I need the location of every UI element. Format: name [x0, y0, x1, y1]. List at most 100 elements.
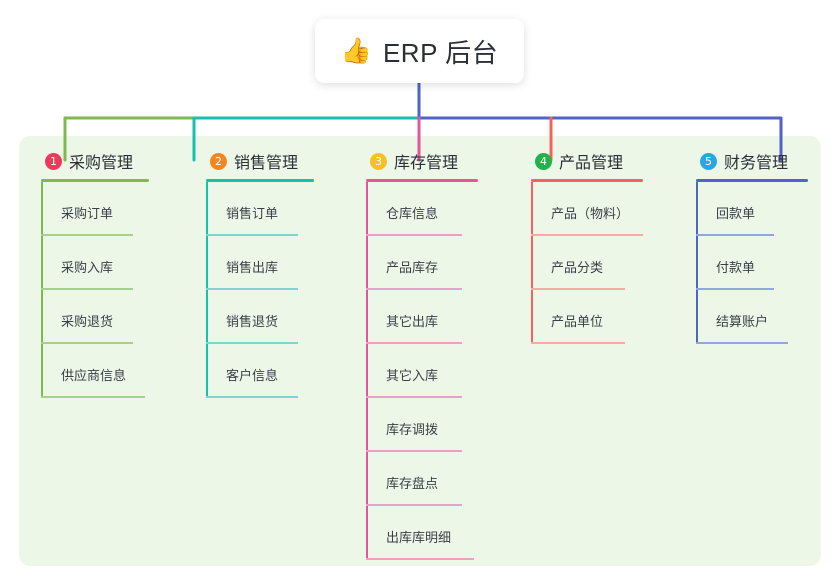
leaf-item[interactable]: 库存调拨: [366, 398, 478, 452]
root-node[interactable]: 👍 ERP 后台: [315, 19, 524, 83]
leaf-label: 回款单: [716, 205, 756, 221]
leaf-underline: [41, 288, 133, 290]
leaf-item[interactable]: 产品库存: [366, 236, 478, 290]
column-header-4[interactable]: 4 产品管理: [531, 148, 643, 174]
column-underline: [696, 179, 808, 182]
number-badge-icon: 3: [370, 152, 387, 170]
leaf-label: 产品单位: [551, 313, 604, 329]
column-header-1[interactable]: 1 采购管理: [41, 148, 149, 174]
leaf-spine: [41, 344, 43, 398]
column-4: 4 产品管理产品（物料） 产品分类产品单位: [531, 148, 643, 344]
leaf-label: 供应商信息: [61, 367, 127, 383]
leaf-underline: [366, 396, 462, 398]
leaf-label: 库存盘点: [386, 475, 439, 491]
leaf-label: 仓库信息: [386, 205, 439, 221]
leaf-item[interactable]: 出库库明细: [366, 506, 478, 560]
leaf-spine: [366, 452, 368, 506]
column-1: 1 采购管理采购订单采购入库采购退货供应商信息: [41, 148, 149, 398]
column-items: 产品（物料） 产品分类产品单位: [531, 182, 643, 344]
leaf-label: 采购退货: [61, 313, 114, 329]
number-badge-icon: 4: [535, 152, 552, 170]
column-underline: [206, 179, 314, 182]
leaf-item[interactable]: 供应商信息: [41, 344, 149, 398]
diagram-panel: [19, 136, 821, 566]
leaf-spine: [41, 236, 43, 290]
leaf-item[interactable]: 采购退货: [41, 290, 149, 344]
leaf-spine: [696, 236, 698, 290]
leaf-underline: [366, 450, 462, 452]
leaf-label: 其它入库: [386, 367, 439, 383]
leaf-underline: [366, 558, 474, 560]
leaf-spine: [366, 290, 368, 344]
leaf-underline: [41, 396, 145, 398]
leaf-item[interactable]: 采购入库: [41, 236, 149, 290]
leaf-spine: [206, 290, 208, 344]
leaf-spine: [531, 236, 533, 290]
leaf-spine: [366, 182, 368, 236]
leaf-spine: [206, 182, 208, 236]
leaf-underline: [41, 342, 133, 344]
leaf-spine: [41, 290, 43, 344]
leaf-underline: [531, 234, 643, 236]
leaf-item[interactable]: 结算账户: [696, 290, 808, 344]
number-badge-icon: 1: [45, 152, 62, 170]
leaf-label: 销售出库: [226, 259, 279, 275]
leaf-item[interactable]: 客户信息: [206, 344, 314, 398]
leaf-label: 结算账户: [716, 313, 769, 329]
leaf-underline: [206, 288, 298, 290]
leaf-spine: [366, 344, 368, 398]
leaf-underline: [531, 288, 625, 290]
leaf-item[interactable]: 销售订单: [206, 182, 314, 236]
thumbs-up-icon: 👍: [340, 36, 372, 65]
leaf-underline: [206, 234, 298, 236]
leaf-item[interactable]: 其它出库: [366, 290, 478, 344]
leaf-item[interactable]: 采购订单: [41, 182, 149, 236]
column-underline: [41, 179, 149, 182]
leaf-label: 其它出库: [386, 313, 439, 329]
leaf-label: 产品（物料）: [551, 205, 630, 221]
column-underline: [366, 179, 478, 182]
leaf-item[interactable]: 产品（物料）: [531, 182, 643, 236]
leaf-item[interactable]: 其它入库: [366, 344, 478, 398]
leaf-spine: [366, 236, 368, 290]
leaf-spine: [366, 398, 368, 452]
leaf-spine: [531, 290, 533, 344]
leaf-label: 付款单: [716, 259, 756, 275]
leaf-item[interactable]: 产品单位: [531, 290, 643, 344]
column-items: 回款单付款单结算账户: [696, 182, 808, 344]
leaf-underline: [366, 342, 462, 344]
leaf-item[interactable]: 销售出库: [206, 236, 314, 290]
leaf-item[interactable]: 付款单: [696, 236, 808, 290]
leaf-spine: [206, 236, 208, 290]
column-title: 产品管理: [559, 155, 624, 172]
leaf-label: 库存调拨: [386, 421, 439, 437]
leaf-label: 客户信息: [226, 367, 279, 383]
leaf-spine: [41, 182, 43, 236]
leaf-label: 产品分类: [551, 259, 604, 275]
column-items: 采购订单采购入库采购退货供应商信息: [41, 182, 149, 398]
leaf-label: 产品库存: [386, 259, 439, 275]
leaf-underline: [696, 342, 788, 344]
leaf-underline: [366, 234, 462, 236]
column-title: 采购管理: [69, 155, 134, 172]
leaf-underline: [206, 396, 298, 398]
leaf-underline: [366, 504, 462, 506]
leaf-spine: [696, 182, 698, 236]
leaf-item[interactable]: 回款单: [696, 182, 808, 236]
leaf-spine: [696, 290, 698, 344]
leaf-spine: [366, 506, 368, 560]
leaf-item[interactable]: 销售退货: [206, 290, 314, 344]
leaf-label: 销售退货: [226, 313, 279, 329]
leaf-item[interactable]: 库存盘点: [366, 452, 478, 506]
leaf-item[interactable]: 产品分类: [531, 236, 643, 290]
column-title: 财务管理: [724, 155, 789, 172]
leaf-item[interactable]: 仓库信息: [366, 182, 478, 236]
